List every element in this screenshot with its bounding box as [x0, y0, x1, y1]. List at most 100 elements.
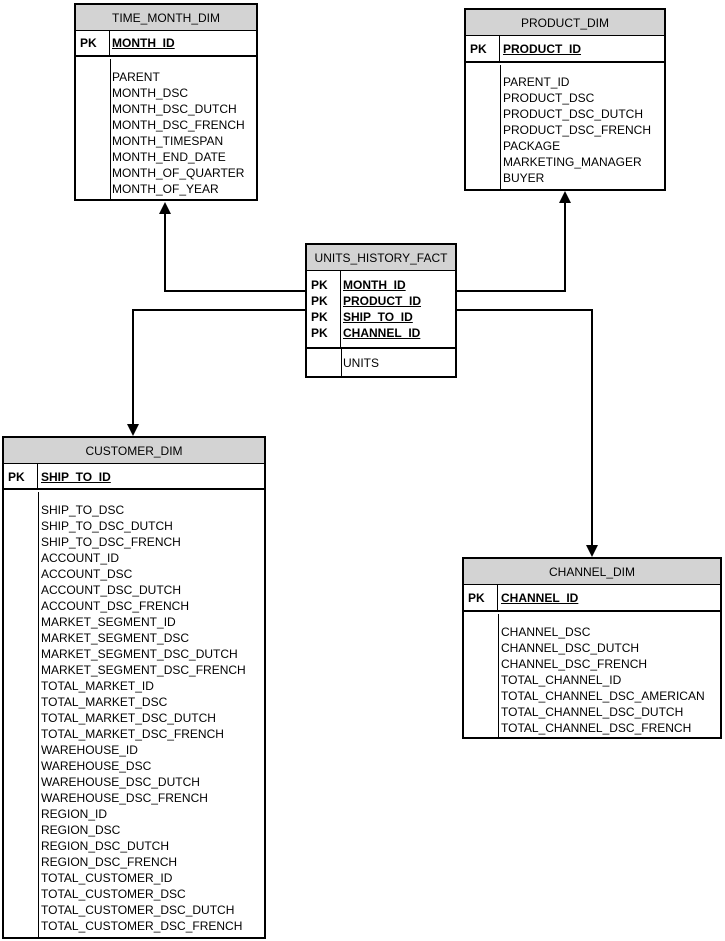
attribute-list: PARENT_ID PRODUCT_DSC PRODUCT_DSC_DUTCH … [503, 74, 651, 186]
key-list: MONTH_ID PRODUCT_ID SHIP_TO_ID CHANNEL_I… [343, 271, 421, 341]
attribute-field: TOTAL_MARKET_DSC [41, 695, 168, 709]
attribute-field: MARKET_SEGMENT_DSC_DUTCH [41, 647, 238, 661]
attribute-field: TOTAL_CHANNEL_DSC_DUTCH [501, 705, 684, 719]
entity-units-history-fact[interactable]: UNITS_HISTORY_FACT PK PK PK PK MONTH_ID … [305, 243, 457, 378]
attribute-field: MARKET_SEGMENT_DSC_FRENCH [41, 663, 246, 677]
pk-label-column: PK [466, 36, 500, 61]
attribute-field: UNITS [343, 356, 379, 370]
attribute-field: CHANNEL_DSC_DUTCH [501, 641, 640, 655]
key-field: CHANNEL_ID [343, 326, 421, 340]
pk-label: PK [8, 470, 25, 484]
attribute-list: CHANNEL_DSC CHANNEL_DSC_DUTCH CHANNEL_DS… [501, 624, 705, 736]
entity-title: TIME_MONTH_DIM [76, 5, 256, 31]
attribute-key-column [464, 614, 499, 737]
attribute-key-column [4, 492, 39, 937]
attribute-field: ACCOUNT_ID [41, 551, 120, 565]
relationship-fact-to-product [457, 191, 571, 292]
attribute-field: TOTAL_CHANNEL_ID [501, 673, 622, 687]
attribute-field: TOTAL_CHANNEL_DSC_AMERICAN [501, 689, 705, 703]
attribute-key-column [76, 59, 111, 199]
attribute-field: MONTH_DSC_DUTCH [112, 102, 237, 116]
attribute-field: MARKETING_MANAGER [503, 155, 642, 169]
pk-label: PK [80, 36, 97, 50]
entity-title: CHANNEL_DIM [464, 559, 720, 585]
pk-label-column: PK PK PK PK [307, 271, 341, 347]
key-list: PRODUCT_ID [503, 36, 581, 57]
attribute-field: CHANNEL_DSC [501, 625, 591, 639]
attribute-field: SHIP_TO_DSC_FRENCH [41, 535, 181, 549]
entity-title: UNITS_HISTORY_FACT [307, 245, 455, 271]
attribute-field: MONTH_OF_QUARTER [112, 166, 245, 180]
attribute-list: UNITS [343, 355, 379, 371]
attribute-section: PARENT_ID PRODUCT_DSC PRODUCT_DSC_DUTCH … [466, 65, 664, 189]
pk-label-column: PK [4, 464, 38, 488]
key-field: SHIP_TO_ID [41, 470, 111, 484]
attribute-section: UNITS [307, 349, 455, 376]
attribute-field: BUYER [503, 171, 545, 185]
attribute-field: TOTAL_CUSTOMER_ID [41, 871, 173, 885]
pk-label: PK [468, 591, 485, 605]
key-field: PRODUCT_ID [503, 42, 582, 56]
pk-label-column: PK [76, 31, 110, 55]
key-list: SHIP_TO_ID [41, 464, 111, 485]
attribute-list: SHIP_TO_DSC SHIP_TO_DSC_DUTCH SHIP_TO_DS… [41, 502, 246, 934]
key-field: SHIP_TO_ID [343, 310, 413, 324]
entity-title: PRODUCT_DIM [466, 10, 664, 36]
pk-label: PK [311, 294, 328, 308]
attribute-field: PARENT [112, 70, 160, 84]
attribute-field: ACCOUNT_DSC_DUTCH [41, 583, 182, 597]
relationship-fact-to-channel [457, 309, 598, 557]
pk-label-column: PK [464, 585, 498, 610]
attribute-section: CHANNEL_DSC CHANNEL_DSC_DUTCH CHANNEL_DS… [464, 614, 720, 737]
relationship-fact-to-time-month [159, 202, 306, 292]
attribute-field: MONTH_DSC [112, 86, 189, 100]
entity-time-month-dim[interactable]: TIME_MONTH_DIM PK MONTH_ID PARENT MONTH_… [74, 3, 258, 201]
attribute-field: SHIP_TO_DSC_DUTCH [41, 519, 173, 533]
attribute-field: REGION_ID [41, 807, 108, 821]
entity-product-dim[interactable]: PRODUCT_DIM PK PRODUCT_ID PARENT_ID PROD… [464, 8, 666, 191]
attribute-field: REGION_DSC [41, 823, 121, 837]
attribute-section: SHIP_TO_DSC SHIP_TO_DSC_DUTCH SHIP_TO_DS… [4, 492, 264, 937]
attribute-field: TOTAL_MARKET_DSC_DUTCH [41, 711, 216, 725]
attribute-field: PARENT_ID [503, 75, 570, 89]
pk-label: PK [311, 310, 328, 324]
attribute-field: PRODUCT_DSC_FRENCH [503, 123, 652, 137]
primary-key-section: PK SHIP_TO_ID [4, 464, 264, 490]
key-field: PRODUCT_ID [343, 294, 422, 308]
attribute-field: MARKET_SEGMENT_ID [41, 615, 176, 629]
attribute-field: TOTAL_CUSTOMER_DSC_FRENCH [41, 919, 243, 933]
primary-key-section: PK MONTH_ID [76, 31, 256, 57]
attribute-field: PRODUCT_DSC [503, 91, 595, 105]
attribute-field: WAREHOUSE_DSC_DUTCH [41, 775, 200, 789]
key-list: MONTH_ID [112, 31, 175, 51]
entity-customer-dim[interactable]: CUSTOMER_DIM PK SHIP_TO_ID SHIP_TO_DSC S… [2, 436, 266, 939]
attribute-field: REGION_DSC_FRENCH [41, 855, 178, 869]
attribute-field: WAREHOUSE_ID [41, 743, 138, 757]
attribute-list: PARENT MONTH_DSC MONTH_DSC_DUTCH MONTH_D… [112, 69, 245, 197]
attribute-field: TOTAL_CUSTOMER_DSC_DUTCH [41, 903, 235, 917]
attribute-field: WAREHOUSE_DSC_FRENCH [41, 791, 208, 805]
key-field: MONTH_ID [112, 36, 175, 50]
primary-key-section: PK PK PK PK MONTH_ID PRODUCT_ID SHIP_TO_… [307, 271, 455, 349]
attribute-field: MONTH_DSC_FRENCH [112, 118, 245, 132]
key-field: CHANNEL_ID [501, 591, 579, 605]
entity-channel-dim[interactable]: CHANNEL_DIM PK CHANNEL_ID CHANNEL_DSC CH… [462, 557, 722, 739]
entity-title: CUSTOMER_DIM [4, 438, 264, 464]
pk-label: PK [470, 42, 487, 56]
relationship-fact-to-customer [127, 309, 306, 436]
attribute-field: MARKET_SEGMENT_DSC [41, 631, 190, 645]
attribute-field: MONTH_TIMESPAN [112, 134, 224, 148]
attribute-field: TOTAL_CHANNEL_DSC_FRENCH [501, 721, 692, 735]
attribute-field: ACCOUNT_DSC_FRENCH [41, 599, 190, 613]
attribute-field: CHANNEL_DSC_FRENCH [501, 657, 648, 671]
attribute-field: PACKAGE [503, 139, 561, 153]
attribute-field: ACCOUNT_DSC [41, 567, 133, 581]
attribute-field: TOTAL_MARKET_DSC_FRENCH [41, 727, 224, 741]
attribute-field: REGION_DSC_DUTCH [41, 839, 170, 853]
attribute-field: TOTAL_CUSTOMER_DSC [41, 887, 186, 901]
attribute-field: MONTH_END_DATE [112, 150, 226, 164]
attribute-field: SHIP_TO_DSC [41, 503, 125, 517]
attribute-key-column [466, 65, 501, 189]
